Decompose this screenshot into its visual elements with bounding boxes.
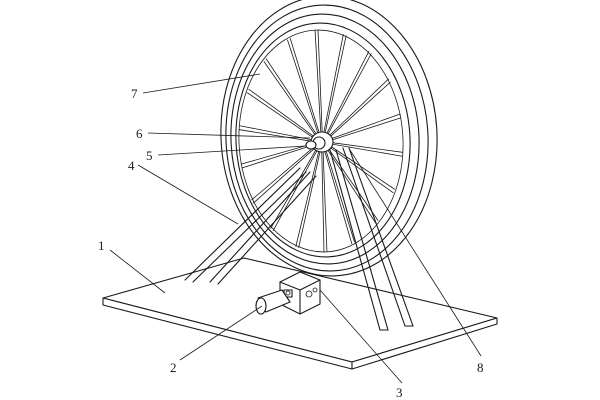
spoke — [327, 142, 403, 157]
spoke — [324, 147, 355, 243]
spoke — [298, 147, 322, 248]
callout-6: 6 — [136, 126, 143, 141]
spoke — [327, 81, 391, 140]
front-support-legs — [329, 147, 414, 331]
spoke — [246, 92, 317, 141]
leader-lines — [109, 73, 482, 384]
gearbox — [279, 271, 321, 315]
spoke — [263, 61, 318, 139]
callout-2: 2 — [170, 360, 177, 375]
spoke — [252, 145, 318, 204]
spoke — [321, 147, 325, 252]
spoke — [251, 144, 317, 201]
callout-8: 8 — [477, 360, 484, 375]
callout-1: 1 — [98, 238, 105, 253]
spoke — [287, 39, 320, 137]
spoke — [327, 141, 403, 153]
spoke — [326, 145, 379, 221]
spoke — [324, 50, 370, 138]
spoke — [272, 146, 320, 232]
spoke — [270, 146, 319, 229]
motor — [255, 289, 291, 315]
spoke — [314, 30, 322, 137]
spoke — [325, 53, 372, 138]
spoke — [326, 78, 390, 139]
spoke — [322, 147, 328, 252]
spoke — [323, 147, 353, 244]
spoke — [289, 38, 321, 137]
spoke — [241, 143, 317, 169]
callout-7: 7 — [131, 86, 138, 101]
wheel — [220, 0, 438, 277]
spoke — [323, 35, 347, 137]
spoke — [327, 117, 402, 142]
spoke — [239, 125, 317, 142]
spoke — [325, 146, 377, 224]
callout-labels: 1 2 3 4 5 6 7 8 — [98, 86, 484, 400]
callout-4: 4 — [128, 158, 135, 173]
callout-3: 3 — [396, 385, 403, 400]
hub — [305, 131, 334, 153]
spoke — [322, 34, 344, 137]
spoke — [317, 30, 323, 137]
spoke — [265, 58, 319, 138]
spoke — [248, 88, 318, 140]
spoke — [327, 113, 401, 141]
spoke — [295, 147, 321, 247]
spoke — [327, 143, 396, 190]
spoke — [239, 129, 317, 143]
callout-5: 5 — [146, 148, 153, 163]
spoke — [326, 144, 394, 194]
spokes — [239, 30, 403, 252]
